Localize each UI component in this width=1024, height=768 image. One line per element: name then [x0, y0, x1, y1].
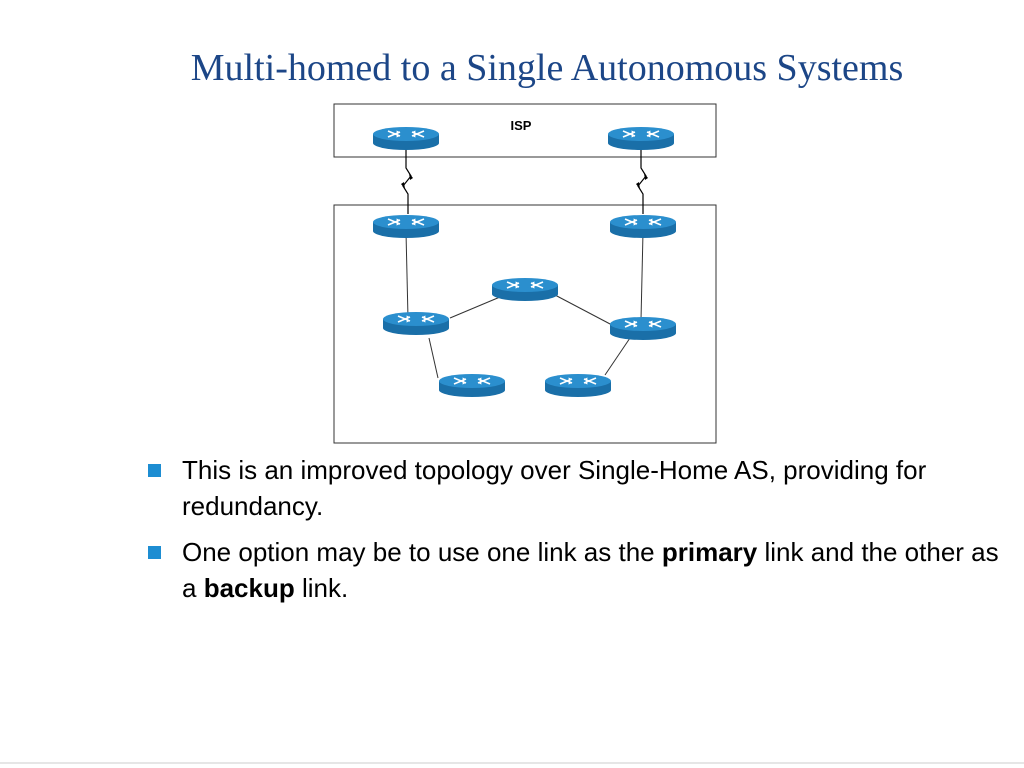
serial-link-icon — [402, 150, 647, 214]
bullet-text: This is an improved topology over Single… — [182, 455, 927, 521]
bullet-list: This is an improved topology over Single… — [146, 452, 1016, 616]
bullet-bold-backup: backup — [203, 573, 295, 603]
slide-title: Multi-homed to a Single Autonomous Syste… — [190, 47, 904, 89]
isp-label: ISP — [511, 118, 532, 133]
link-line — [640, 231, 644, 321]
router-icon — [372, 214, 440, 239]
router-icon — [544, 373, 612, 398]
router-icon — [372, 126, 440, 151]
bullet-text-part: link and the other as a — [182, 537, 999, 603]
link-line — [428, 337, 439, 379]
bullet-text-part: link. — [294, 573, 349, 603]
bullet-square-icon — [148, 546, 161, 559]
router-icon — [607, 126, 675, 151]
router-icon — [382, 311, 450, 336]
bullet-text-part: One option may be to use one link as the — [182, 537, 662, 567]
router-icon — [438, 373, 506, 398]
link-line — [449, 296, 501, 319]
link-line — [554, 294, 613, 326]
bullet-bold-primary: primary — [661, 537, 758, 567]
bullet-square-icon — [148, 464, 161, 477]
link-line — [604, 337, 631, 376]
bullet-item: This is an improved topology over Single… — [146, 452, 1016, 524]
internal-links — [405, 231, 644, 379]
bullet-item: One option may be to use one link as the… — [146, 534, 1016, 606]
bottom-divider — [0, 762, 1024, 764]
router-icon — [609, 316, 677, 341]
link-line — [405, 231, 409, 319]
router-icon — [609, 214, 677, 239]
router-icon — [491, 277, 559, 302]
